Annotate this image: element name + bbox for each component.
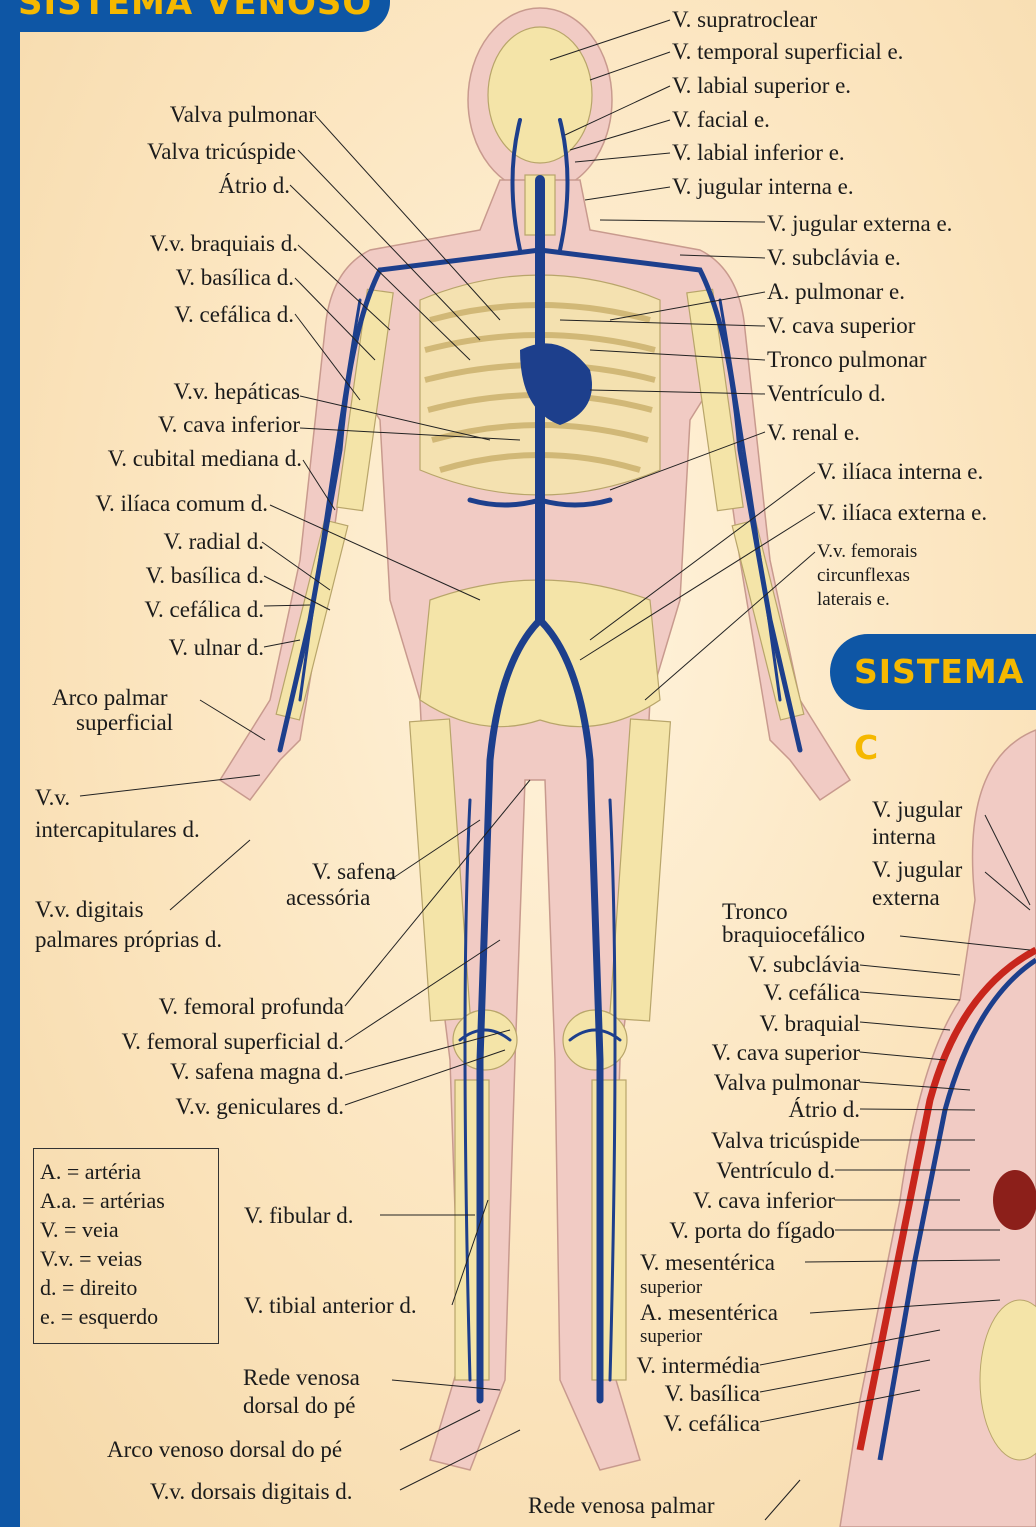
label-2-cefalica: V. cefálica — [763, 981, 860, 1004]
label-tronco-pulmonar: Tronco pulmonar — [767, 348, 927, 371]
label-v-supratroclear: V. supratroclear — [672, 8, 817, 31]
label-v-tibial-anterior: V. tibial anterior d. — [244, 1294, 417, 1317]
second-figure — [840, 730, 1036, 1527]
label-v-jugular-externa: V. jugular externa e. — [767, 212, 952, 235]
label-2-atrio-d: Átrio d. — [788, 1098, 860, 1121]
label-atrio-d: Átrio d. — [218, 174, 290, 197]
label-v-subclavia: V. subclávia e. — [767, 246, 901, 269]
label-v-cubital-mediana: V. cubital mediana d. — [108, 447, 302, 470]
label-v-jugular-interna: V. jugular interna e. — [672, 175, 854, 198]
label-rede-venosa-dorsal-1: Rede venosa — [243, 1366, 360, 1389]
legend-entry: d. = direito — [40, 1273, 212, 1302]
label-v-cefalica-lower: V. cefálica d. — [144, 598, 264, 621]
label-2-intermedia: V. intermédia — [637, 1354, 761, 1377]
label-vv-femorais-3: laterais e. — [817, 590, 890, 610]
label-v-basilica-upper: V. basílica d. — [176, 266, 294, 289]
label-v-femoral-profunda: V. femoral profunda — [159, 995, 344, 1018]
label-2-jugular-interna-2: interna — [872, 825, 936, 848]
label-arco-venoso-dorsal: Arco venoso dorsal do pé — [107, 1438, 342, 1461]
label-vv-digitais-2: palmares próprias d. — [35, 928, 222, 951]
label-v-safena-magna: V. safena magna d. — [170, 1060, 344, 1083]
label-2-valva-pulmonar: Valva pulmonar — [714, 1071, 860, 1094]
label-vv-femorais-2: circunflexas — [817, 566, 910, 586]
label-v-renal: V. renal e. — [767, 421, 860, 444]
abbreviation-legend: A. = artéria A.a. = artérias V. = veia V… — [33, 1148, 219, 1344]
label-2-mesenterica-v-2: superior — [640, 1278, 702, 1298]
label-v-safena-acessoria-2: acessória — [286, 886, 370, 909]
label-2-basilica: V. basílica — [665, 1382, 760, 1405]
label-vv-digitais-1: V.v. digitais — [35, 898, 144, 921]
label-v-iliaca-interna: V. ilíaca interna e. — [817, 460, 983, 483]
label-v-temporal-superficial: V. temporal superficial e. — [672, 40, 903, 63]
legend-entry: A.a. = artérias — [40, 1186, 212, 1215]
label-vv-intercap-2: intercapitulares d. — [35, 818, 200, 841]
label-2-valva-tricuspide: Valva tricúspide — [711, 1129, 860, 1152]
label-v-cefalica-upper: V. cefálica d. — [174, 303, 294, 326]
label-v-cava-inferior: V. cava inferior — [158, 413, 300, 436]
label-2-mesenterica-a-2: superior — [640, 1327, 702, 1347]
label-2-subclavia: V. subclávia — [748, 953, 860, 976]
label-arco-palmar-2: superficial — [76, 711, 173, 734]
label-vv-femorais-1: V.v. femorais — [817, 542, 917, 562]
label-v-basilica-lower: V. basílica d. — [146, 564, 264, 587]
label-2-mesenterica-v-1: V. mesentérica — [640, 1251, 775, 1274]
label-vv-braquiais: V.v. braquiais d. — [150, 232, 298, 255]
label-v-ulnar: V. ulnar d. — [169, 636, 264, 659]
label-v-iliaca-comum: V. ilíaca comum d. — [95, 492, 268, 515]
label-valva-tricuspide: Valva tricúspide — [147, 140, 296, 163]
label-v-labial-inferior: V. labial inferior e. — [672, 141, 845, 164]
label-v-radial: V. radial d. — [163, 530, 264, 553]
legend-entry: V.v. = veias — [40, 1244, 212, 1273]
label-valva-pulmonar: Valva pulmonar — [170, 103, 316, 126]
label-a-pulmonar: A. pulmonar e. — [767, 280, 905, 303]
label-2-jugular-externa-1: V. jugular — [872, 858, 962, 881]
label-arco-palmar-1: Arco palmar — [52, 686, 168, 709]
label-2-cava-inferior: V. cava inferior — [693, 1189, 835, 1212]
label-v-safena-acessoria-1: V. safena — [312, 860, 396, 883]
label-v-cava-superior: V. cava superior — [767, 314, 915, 337]
label-2-cava-superior: V. cava superior — [712, 1041, 860, 1064]
label-vv-dorsais-digitais: V.v. dorsais digitais d. — [150, 1480, 353, 1503]
label-v-femoral-superficial: V. femoral superficial d. — [122, 1030, 344, 1053]
legend-entry: e. = esquerdo — [40, 1302, 212, 1331]
label-2-braquial: V. braquial — [759, 1012, 860, 1035]
label-rede-venosa-dorsal-2: dorsal do pé — [243, 1394, 355, 1417]
label-v-iliaca-externa: V. ilíaca externa e. — [817, 501, 987, 524]
label-2-jugular-externa-2: externa — [872, 886, 940, 909]
label-vv-intercap-1: V.v. — [35, 786, 70, 809]
label-vv-hepaticas: V.v. hepáticas — [174, 380, 300, 403]
label-2-ventriculo-d: Ventrículo d. — [716, 1159, 835, 1182]
legend-entry: V. = veia — [40, 1215, 212, 1244]
label-2-tronco-2: braquiocefálico — [722, 923, 865, 946]
label-ventriculo-d: Ventrículo d. — [767, 382, 886, 405]
label-v-facial: V. facial e. — [672, 108, 770, 131]
label-2-jugular-interna-1: V. jugular — [872, 798, 962, 821]
label-2-mesenterica-a-1: A. mesentérica — [640, 1301, 778, 1324]
label-v-fibular: V. fibular d. — [244, 1204, 353, 1227]
legend-entry: A. = artéria — [40, 1157, 212, 1186]
label-v-labial-superior: V. labial superior e. — [672, 74, 851, 97]
label-2-tronco-1: Tronco — [722, 900, 788, 923]
label-rede-venosa-palmar: Rede venosa palmar — [528, 1494, 714, 1517]
label-2-cefalica-2: V. cefálica — [663, 1412, 760, 1435]
label-vv-geniculares: V.v. geniculares d. — [175, 1095, 344, 1118]
label-2-porta: V. porta do fígado — [669, 1219, 835, 1242]
